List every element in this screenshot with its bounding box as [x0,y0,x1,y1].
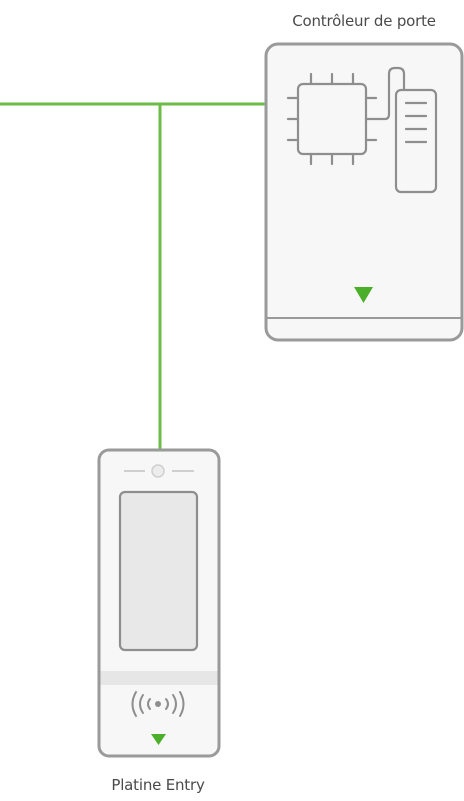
camera-icon [152,465,164,477]
entry-display [120,492,197,650]
door-controller-icon [266,44,462,340]
relay-module-icon [396,90,436,192]
entry-panel-label: Platine Entry [90,776,226,794]
entry-panel-band [101,671,218,685]
entry-intercom-panel-icon [99,450,219,756]
chip-icon [288,74,376,164]
controller-label: Contrôleur de porte [266,12,462,30]
wiring [0,104,266,450]
